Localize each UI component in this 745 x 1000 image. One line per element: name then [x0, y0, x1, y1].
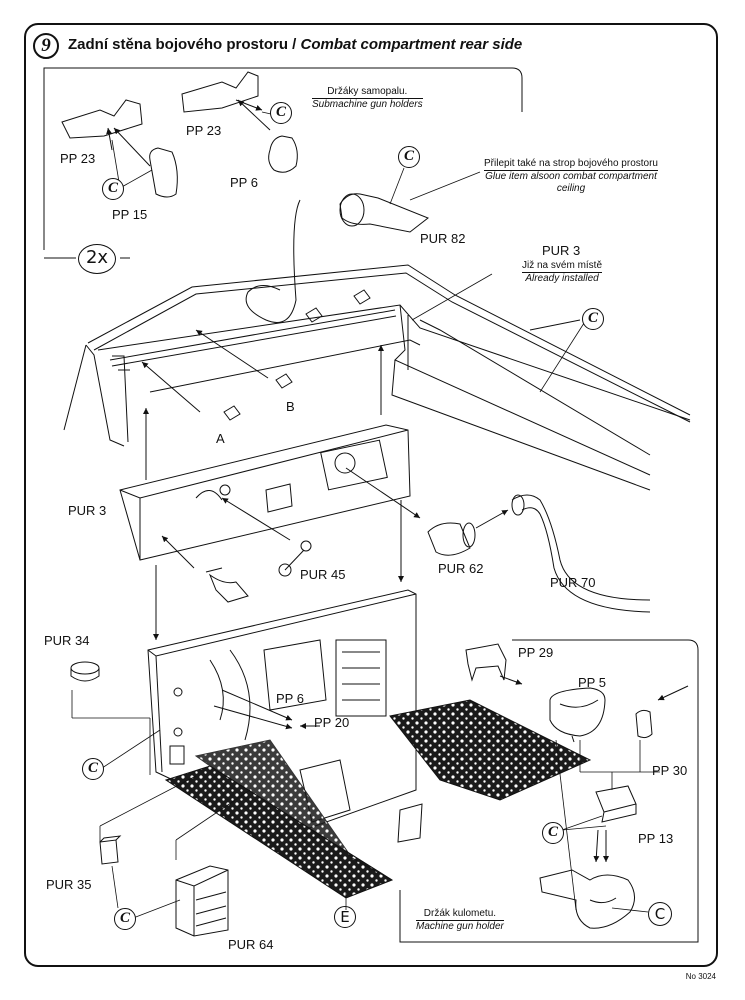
smg-holder-pp23-left: [61, 99, 143, 139]
title-english: Combat compartment rear side: [300, 36, 523, 53]
mark-c: C: [648, 902, 672, 926]
label-pur35: PUR 35: [46, 877, 92, 892]
hull-front-post: [85, 344, 125, 447]
clip-pp6: [268, 135, 298, 173]
label-pur62: PUR 62: [438, 561, 484, 576]
note-smg-cz: Držáky samopalu.: [327, 86, 408, 97]
clip-pp15: [149, 147, 178, 198]
note-mg-en: Machine gun holder: [416, 920, 504, 932]
label-pp23-right: PP 23: [186, 123, 222, 138]
note-installed-en: Already installed: [522, 272, 603, 285]
label-pp5: PP 5: [578, 675, 606, 690]
lamp-pur82: [339, 193, 429, 233]
note-already-installed: Již na svém místě Already installed: [522, 260, 603, 285]
elbow-pur62: [427, 522, 471, 556]
quantity-2x-marker: 2x: [78, 244, 116, 274]
label-pp30: PP 30: [652, 763, 688, 778]
cement-icon: C: [102, 178, 124, 200]
floor-tread-right: [389, 699, 592, 801]
label-pur64: PUR 64: [228, 937, 274, 952]
step-number: 9: [33, 33, 59, 59]
label-pp20: PP 20: [314, 715, 350, 730]
label-pur45: PUR 45: [300, 567, 346, 582]
note-glue-ceiling: Přilepit také na strop bojového prostoru…: [484, 158, 658, 195]
mark-b: B: [286, 399, 295, 414]
label-pp29: PP 29: [518, 645, 554, 660]
holder-pp5: [549, 687, 606, 737]
small-bracket-b: [275, 373, 293, 389]
detail-bracket-right: [399, 639, 699, 943]
bracket-pp29: [465, 643, 507, 682]
cement-icon: C: [398, 146, 420, 168]
instruction-frame: [24, 23, 718, 967]
clamp-part: [208, 573, 249, 603]
cement-icon: C: [582, 308, 604, 330]
note-smg-holders: Držáky samopalu. Submachine gun holders: [312, 86, 423, 111]
mg-holder-assembly: [539, 869, 635, 929]
rear-plate-pur3: [119, 424, 411, 561]
clip-pp30: [635, 709, 653, 739]
cement-icon: C: [114, 908, 136, 930]
note-smg-en: Submachine gun holders: [312, 98, 423, 110]
note-glue-cz: Přilepit také na strop bojového prostoru: [484, 158, 658, 169]
note-mg-cz: Držák kulometu.: [423, 908, 497, 919]
label-pp23-left: PP 23: [60, 151, 96, 166]
note-glue-en-2: ceiling: [556, 183, 586, 194]
title-czech: Zadní stěna bojového prostoru /: [68, 36, 297, 53]
label-pur82: PUR 82: [420, 231, 466, 246]
note-glue-en: Glue item alsoon combat compartment: [484, 170, 658, 182]
label-pp13: PP 13: [638, 831, 674, 846]
drawer-pur64: [175, 865, 229, 937]
detail-bracket-top: [43, 67, 523, 250]
label-pp15: PP 15: [112, 207, 148, 222]
box-pur35: [99, 839, 119, 865]
label-pp6-top: PP 6: [230, 175, 258, 190]
mark-e: E: [334, 906, 356, 928]
note-installed-cz: Již na svém místě: [522, 260, 603, 271]
cement-icon: C: [542, 822, 564, 844]
document-number: No 3024: [685, 972, 716, 981]
note-mg-holder: Držák kulometu. Machine gun holder: [416, 908, 504, 933]
small-bracket-a: [223, 405, 241, 421]
label-pur70: PUR 70: [550, 575, 596, 590]
bracket-pp13: [595, 785, 637, 813]
ring-pur34: [70, 661, 100, 675]
label-pp6-mid: PP 6: [276, 691, 304, 706]
mark-a: A: [216, 431, 225, 446]
cement-icon: C: [82, 758, 104, 780]
rear-wall-panel: [147, 589, 417, 836]
hull-roof-line: [87, 264, 691, 416]
cement-icon: C: [270, 102, 292, 124]
page-title: Zadní stěna bojového prostoru / Combat c…: [68, 36, 522, 53]
smg-holder-pp23-right: [181, 71, 259, 113]
label-pur34: PUR 34: [44, 633, 90, 648]
label-pur3-left: PUR 3: [68, 503, 107, 518]
label-pur3-top: PUR 3: [542, 243, 581, 258]
hose-pur70: [511, 494, 651, 601]
